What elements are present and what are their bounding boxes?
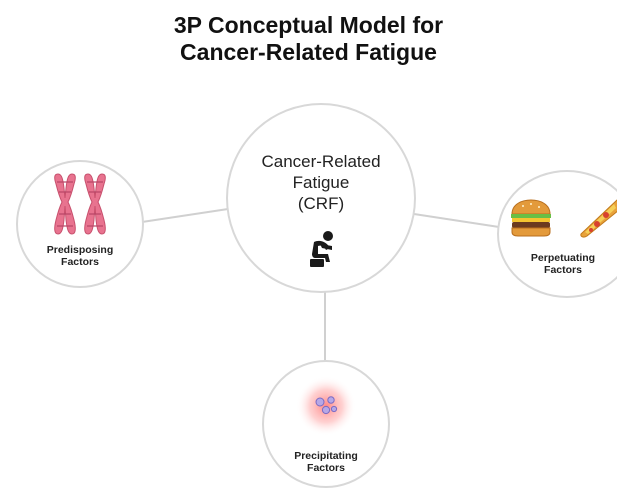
precipitating-label-line-2: Factors [307,462,345,474]
crf-label-line-1: Cancer-Related [261,152,381,171]
title-line-2: Cancer-Related Fatigue [180,39,437,65]
precipitating-node: Precipitating Factors [262,360,390,488]
perpetuating-node: Perpetuating Factors [497,170,617,298]
crf-label: Cancer-Related Fatigue (CRF) [228,151,414,214]
connector-left [141,208,229,223]
predisposing-node: Predisposing Factors [16,160,144,288]
chromosome-icon [54,173,106,235]
tired-person-icon [310,231,333,267]
burger-icon [511,199,551,237]
crf-label-line-2: Fatigue [292,173,350,192]
diagram-title: 3P Conceptual Model for Cancer-Related F… [0,12,617,66]
pizza-icon [580,199,617,238]
predisposing-label-line-2: Factors [61,256,99,268]
perpetuating-label-line-1: Perpetuating [530,252,596,264]
predisposing-label-line-1: Predisposing [46,244,114,256]
cells-icon [296,376,356,436]
crf-center-node: Cancer-Related Fatigue (CRF) [226,103,416,293]
connector-right [413,213,500,228]
precipitating-label: Precipitating Factors [264,450,388,474]
perpetuating-label-line-2: Factors [544,264,582,276]
predisposing-label: Predisposing Factors [18,244,142,268]
title-line-1: 3P Conceptual Model for [173,12,444,38]
precipitating-label-line-1: Precipitating [294,450,358,462]
crf-label-line-3: (CRF) [297,194,345,213]
perpetuating-label: Perpetuating Factors [495,252,617,276]
